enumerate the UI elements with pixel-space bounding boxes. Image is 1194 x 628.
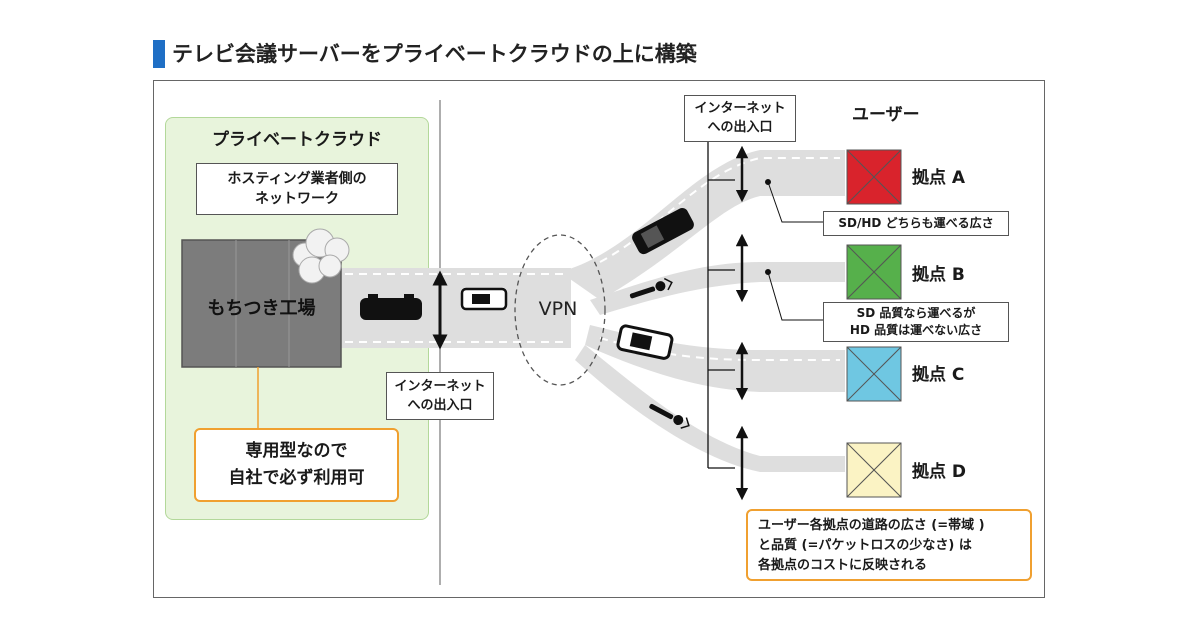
left-gateway-line2: への出入口 bbox=[407, 398, 473, 413]
right-gateway-line1: インターネット bbox=[694, 101, 786, 116]
page-title: テレビ会議サーバーをプライベートクラウドの上に構築 bbox=[172, 42, 697, 66]
lane-c bbox=[599, 337, 840, 361]
lane-markings bbox=[345, 157, 840, 361]
car-icon bbox=[616, 324, 674, 360]
dedicated-line2: 自社で必ず利用可 bbox=[228, 468, 365, 488]
left-gateway-line1: インターネット bbox=[394, 379, 486, 394]
note-b-line2: HD 品質は運べない広さ bbox=[849, 323, 983, 337]
car-icon bbox=[360, 294, 422, 320]
road-to-d bbox=[575, 345, 845, 472]
bicycle-icon bbox=[649, 403, 690, 429]
roads bbox=[341, 150, 845, 472]
right-gateway-label: インターネット への出入口 bbox=[684, 95, 796, 142]
note-b: SD 品質なら運べるが HD 品質は運べない広さ bbox=[823, 302, 1009, 342]
note-a: SD/HD どちらも運べる広さ bbox=[823, 211, 1009, 236]
right-gateway-line2: への出入口 bbox=[707, 120, 773, 135]
site-label-a: 拠点 A bbox=[912, 168, 966, 188]
site-box-a bbox=[846, 149, 902, 205]
site-label-d: 拠点 D bbox=[912, 462, 967, 482]
vpn-tunnel bbox=[514, 234, 606, 386]
car-icon bbox=[460, 287, 508, 311]
bandwidth-note-line1: ユーザー各拠点の道路の広さ (=帯域 ) bbox=[758, 518, 985, 533]
factory-label: もちつき工場 bbox=[207, 298, 316, 319]
road-to-b bbox=[590, 262, 845, 315]
left-gateway-label: インターネット への出入口 bbox=[386, 372, 494, 420]
hosting-line2: ネットワーク bbox=[255, 191, 339, 207]
private-cloud-label: プライベートクラウド bbox=[212, 130, 382, 150]
note-b-line1: SD 品質なら運べるが bbox=[856, 306, 976, 320]
bicycle-icon bbox=[629, 277, 673, 299]
cloud-smoke-icon bbox=[292, 228, 350, 284]
title-accent-bar bbox=[153, 40, 165, 68]
note-leaders bbox=[765, 179, 823, 321]
site-box-d bbox=[846, 442, 902, 498]
hosting-network-box: ホスティング業者側の ネットワーク bbox=[196, 163, 398, 215]
road-to-a bbox=[560, 150, 845, 300]
hosting-line1: ホスティング業者側の bbox=[227, 171, 367, 187]
bandwidth-note-line3: 各拠点のコストに反映される bbox=[758, 558, 928, 573]
bandwidth-note-line2: と品質 (=パケットロスの少なさ) は bbox=[758, 538, 972, 553]
dedicated-note-box: 専用型なので 自社で必ず利用可 bbox=[194, 428, 399, 502]
site-box-b bbox=[846, 244, 902, 300]
site-label-b: 拠点 B bbox=[912, 265, 965, 285]
bandwidth-cost-note: ユーザー各拠点の道路の広さ (=帯域 ) と品質 (=パケットロスの少なさ) は… bbox=[746, 509, 1032, 581]
dedicated-line1: 専用型なので bbox=[245, 441, 348, 461]
vpn-label: VPN bbox=[538, 298, 578, 320]
lane-a bbox=[599, 157, 840, 263]
site-label-c: 拠点 C bbox=[912, 365, 965, 385]
users-label: ユーザー bbox=[852, 105, 920, 125]
site-box-c bbox=[846, 346, 902, 402]
car-icon bbox=[632, 208, 694, 255]
